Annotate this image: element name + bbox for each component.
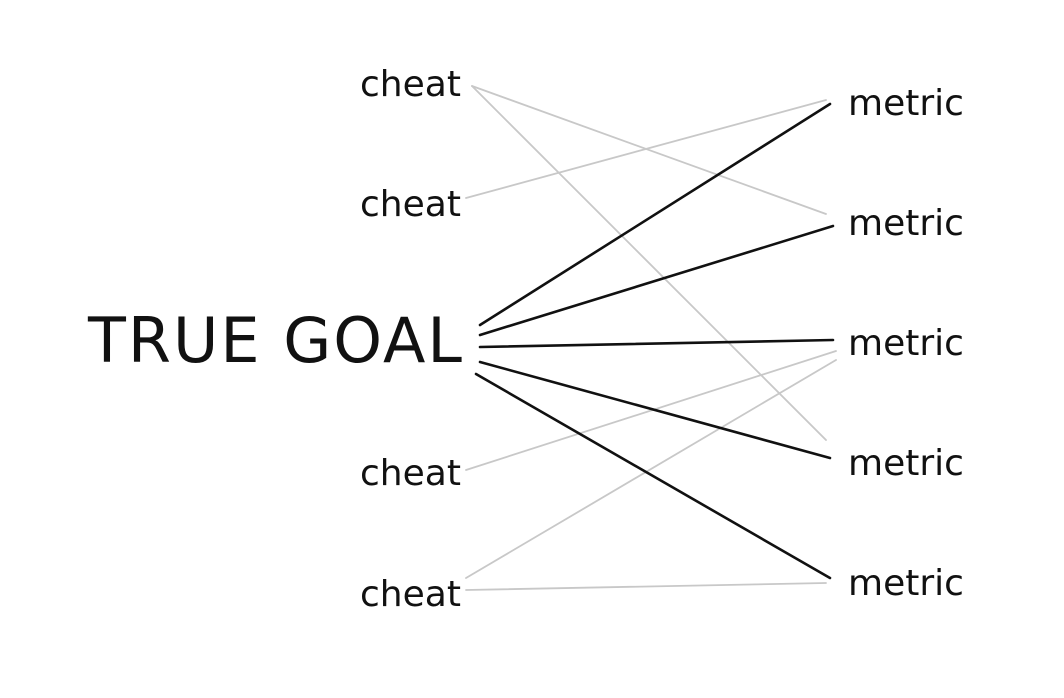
cheat-metric-edge xyxy=(465,99,827,199)
cheat-label: cheat xyxy=(360,184,461,225)
metric-label: metric xyxy=(848,203,964,244)
goal-metric-edge xyxy=(474,372,832,580)
cheat-metric-edge xyxy=(465,359,837,579)
cheat-label: cheat xyxy=(360,453,461,494)
cheat-label: cheat xyxy=(360,64,461,105)
cheat-metric-edge xyxy=(471,85,827,441)
metric-label: metric xyxy=(848,563,964,604)
goal-metric-edge xyxy=(478,102,832,327)
metric-label: metric xyxy=(848,323,964,364)
cheat-label: cheat xyxy=(360,574,461,615)
goal-metric-edge xyxy=(478,360,832,460)
metric-label: metric xyxy=(848,83,964,124)
goal-metric-edge xyxy=(478,224,835,337)
cheat-metric-edge xyxy=(465,350,837,471)
cheat-metric-edge xyxy=(465,582,827,591)
cheat-metric-edge xyxy=(471,85,827,215)
metric-label: metric xyxy=(848,443,964,484)
true-goal-label: TRUE GOAL xyxy=(87,304,464,377)
goal-metric-edge xyxy=(478,338,835,349)
edges-layer xyxy=(465,85,837,591)
